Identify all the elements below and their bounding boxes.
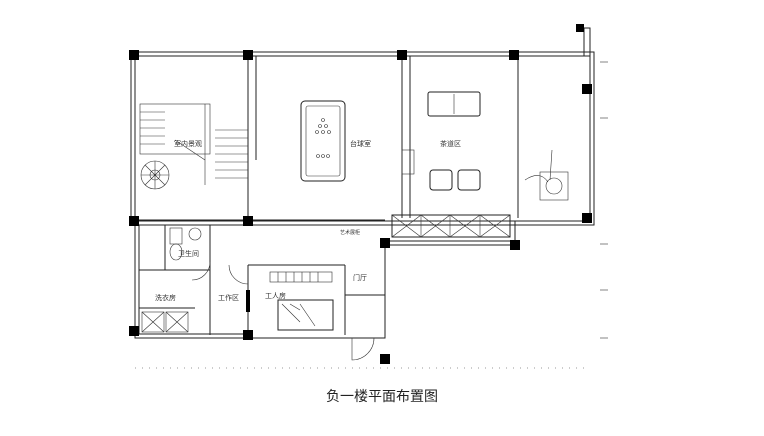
label-laundry: 洗衣房 [155,293,176,302]
plan-caption: 负一楼平面布置图 [326,389,438,405]
label-note: 艺术展柜 [340,229,360,236]
doors [191,261,375,361]
staircase [139,103,248,185]
outer-walls [130,27,595,339]
plant-symbol [140,160,170,190]
label-bath: 卫生间 [178,249,199,258]
laundry-machines [141,311,189,333]
label-indoor-garden: 室内景观 [174,139,202,148]
floor-plan: 室内景观 台球室 茶道区 卫生间 洗衣房 工作区 工人房 门厅 艺术展柜 [129,24,608,369]
label-billiards: 台球室 [350,139,371,148]
fountain-symbol [524,149,569,201]
tea-furniture [401,91,481,191]
label-tea: 茶道区 [440,139,461,148]
display-cabinets [391,214,511,238]
structural-columns [129,24,592,364]
label-work: 工作区 [218,293,239,302]
label-foyer: 门厅 [353,273,367,282]
dimension-marks [135,61,608,369]
bathroom-fixtures [169,227,202,261]
billiard-table [300,100,346,182]
maid-room-furniture [246,271,334,331]
label-maid: 工人房 [265,291,286,300]
interior-walls [135,56,519,335]
